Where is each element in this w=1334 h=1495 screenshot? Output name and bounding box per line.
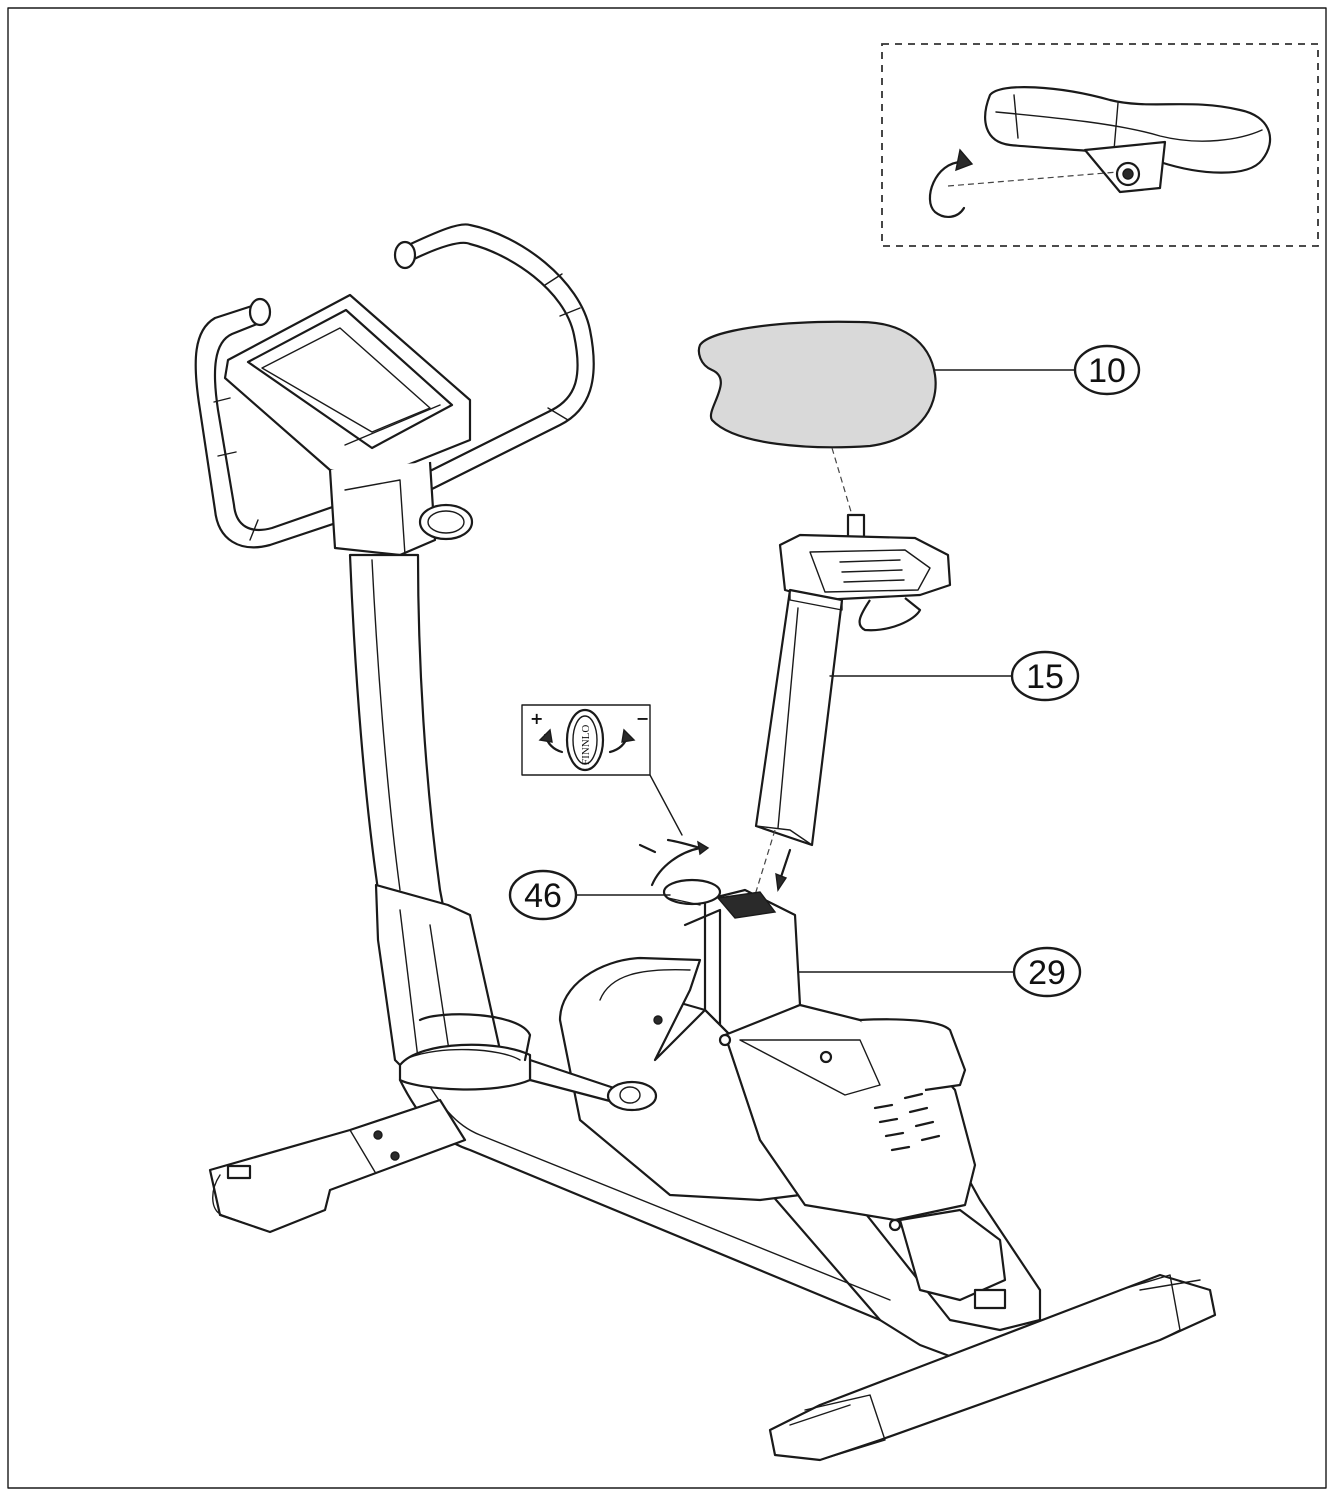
page-frame	[7, 7, 1327, 1489]
pedal-strap	[418, 1013, 532, 1062]
callout-29: 29	[797, 946, 1082, 998]
seat-post	[754, 588, 844, 896]
handlebar-knob	[418, 503, 474, 541]
handlebar	[194, 223, 595, 549]
console-screen	[246, 308, 454, 450]
knob-minus-label: −	[636, 709, 649, 728]
crank-pedal	[398, 1013, 658, 1112]
insert-arrow-icon	[775, 872, 788, 892]
seat-slider	[778, 513, 952, 632]
knob-plus-label: +	[530, 709, 543, 728]
front-wheel	[226, 1164, 252, 1180]
front-upright	[348, 553, 502, 1087]
seat-alignment-line	[831, 447, 853, 516]
front-stabilizer	[208, 1098, 467, 1234]
rotate-left-arrow-icon	[538, 728, 553, 743]
callout-10: 10	[934, 344, 1141, 396]
console-neck	[328, 461, 437, 557]
frame	[398, 878, 1042, 1362]
callout-46: 46	[508, 869, 671, 921]
rotation-arrow-icon	[928, 160, 966, 218]
handlebar-end-right	[393, 240, 417, 270]
seat-cushion	[697, 320, 937, 449]
callout-label: 15	[1026, 658, 1064, 696]
rear-grip	[859, 1018, 967, 1092]
seat	[697, 320, 937, 516]
knob-brand-label: FINNLO	[580, 725, 592, 765]
callout-15: 15	[829, 650, 1080, 702]
callout-label: 46	[524, 877, 562, 915]
seat-tube-opening	[716, 891, 777, 919]
rear-stabilizer	[768, 1273, 1217, 1462]
seat-detail-inset	[881, 43, 1319, 247]
slider-knob	[858, 597, 922, 632]
vent-slots	[873, 1092, 941, 1152]
knob-detail-inset: FINNLO + −	[521, 704, 710, 887]
callout-label: 29	[1028, 954, 1066, 992]
callout-label: 10	[1088, 352, 1126, 390]
saddle-side-view	[984, 85, 1272, 174]
handlebar-end-left	[248, 297, 272, 327]
pedal	[398, 1043, 532, 1091]
console	[223, 293, 474, 557]
adjust-knob	[662, 878, 722, 906]
rotate-right-arrow-icon	[621, 728, 636, 743]
